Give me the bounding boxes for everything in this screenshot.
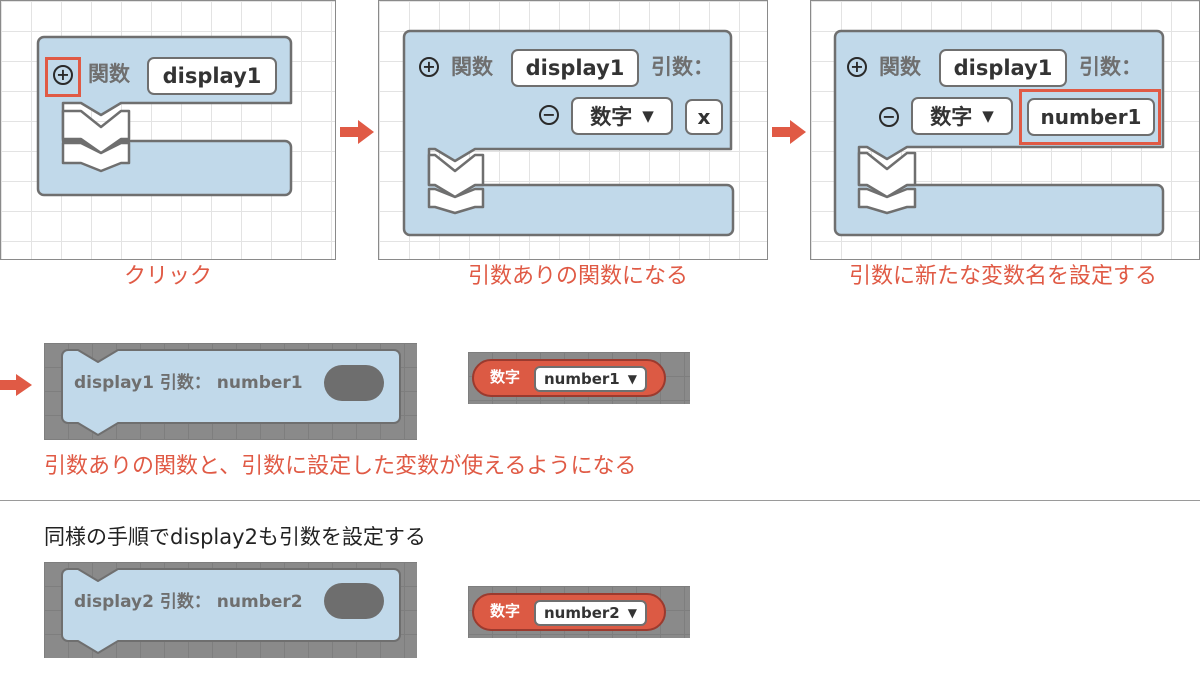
function-call-block[interactable] [44,343,417,440]
step1-panel: + 関数 display1 [0,0,336,260]
argument-name-field[interactable]: x [685,99,723,135]
remove-argument-icon[interactable]: − [539,105,559,125]
section2-heading: 同様の手順でdisplay2も引数を設定する [44,525,426,549]
step2-panel: + 関数 display1 引数： − 数字 ▼ x [378,0,768,260]
call-block-strip: display2 引数： number2 [44,562,417,658]
variable-name-value: number1 [544,370,620,388]
arrow-right-icon [340,120,374,144]
variable-name-dropdown[interactable]: number2 ▼ [534,600,647,626]
argument-type-value: 数字 [590,105,633,129]
section-divider [0,500,1200,501]
arrow-right-icon [772,120,806,144]
function-name-field[interactable]: display1 [511,49,639,87]
function-name-field[interactable]: display1 [939,49,1067,87]
step3-panel: + 関数 display1 引数： − 数字 ▼ number1 [810,0,1200,260]
function-call-text: display1 引数： number1 [74,373,303,393]
argument-type-value: 数字 [930,105,973,129]
caret-down-icon: ▼ [642,107,654,125]
function-label: 関数 [879,55,921,79]
argument-label: 引数： [651,55,714,79]
variable-block[interactable]: 数字 number2 ▼ [472,593,666,631]
function-block[interactable] [379,1,768,260]
add-argument-icon[interactable]: + [847,57,867,77]
arrow-right-icon [0,374,32,396]
argument-type-dropdown[interactable]: 数字 ▼ [571,97,673,135]
input-highlight [1019,89,1161,145]
caret-down-icon: ▼ [627,606,637,620]
variable-name-value: number2 [544,604,620,622]
step2-caption: 引数ありの関数になる [467,264,689,289]
variable-block[interactable]: 数字 number1 ▼ [472,359,666,397]
remove-argument-icon[interactable]: − [879,107,899,127]
call-block-strip: display1 引数： number1 [44,343,417,440]
function-block[interactable] [1,1,336,260]
function-call-block[interactable] [44,562,417,658]
function-label: 関数 [88,62,130,86]
caret-down-icon: ▼ [627,372,637,386]
argument-name-field[interactable]: number1 [1027,98,1155,136]
function-call-text: display2 引数： number2 [74,592,303,612]
variable-strip: 数字 number2 ▼ [468,586,690,638]
click-highlight [45,57,81,97]
argument-label: 引数： [1079,55,1142,79]
argument-slot[interactable] [324,583,384,619]
variable-name-dropdown[interactable]: number1 ▼ [534,366,647,392]
variable-strip: 数字 number1 ▼ [468,352,690,404]
result1-caption: 引数ありの関数と、引数に設定した変数が使えるようになる [44,454,637,479]
function-label: 関数 [451,55,493,79]
step3-caption: 引数に新たな変数名を設定する [848,264,1158,289]
variable-type-label: 数字 [490,368,521,386]
argument-type-dropdown[interactable]: 数字 ▼ [911,97,1013,135]
step1-caption: クリック [123,264,213,289]
function-name-field[interactable]: display1 [147,57,277,95]
caret-down-icon: ▼ [982,107,994,125]
argument-slot[interactable] [324,365,384,401]
variable-type-label: 数字 [490,602,521,620]
add-argument-icon[interactable]: + [53,65,73,85]
add-argument-icon[interactable]: + [419,57,439,77]
